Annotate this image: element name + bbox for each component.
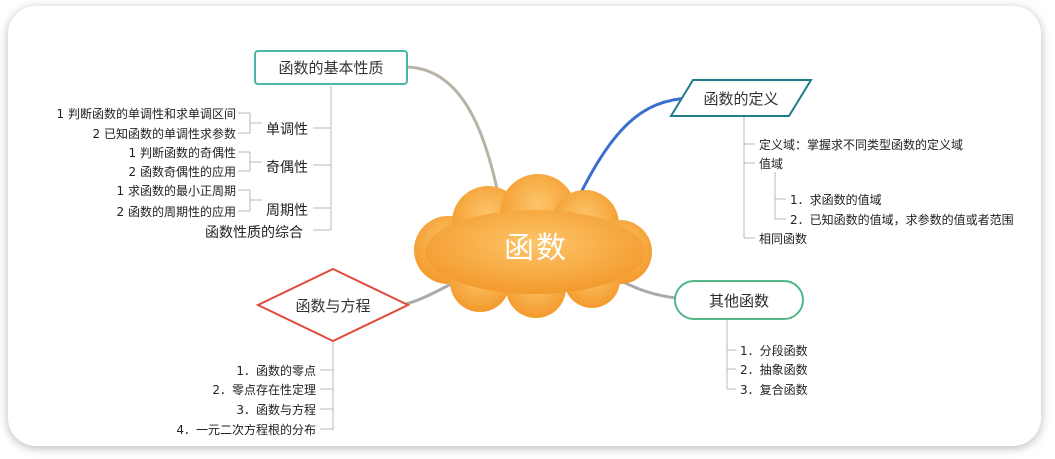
leaf-item[interactable]: 1 判断函数的奇偶性 [128, 146, 236, 160]
leaf-item[interactable]: 1．分段函数 [740, 344, 808, 358]
group-periodicity[interactable]: 周期性 [266, 203, 308, 219]
node-other-functions[interactable]: 其他函数 [674, 280, 804, 320]
group-parity[interactable]: 奇偶性 [266, 160, 308, 176]
leaf-item[interactable]: 3．复合函数 [740, 383, 808, 397]
equations-shape [255, 267, 411, 343]
node-definition[interactable]: 函数的定义 [703, 89, 779, 108]
leaf-item[interactable]: 1．求函数的值域 [790, 193, 882, 207]
central-topic[interactable]: 函数 [504, 231, 568, 266]
leaf-item[interactable]: 3．函数与方程 [236, 403, 316, 417]
leaf-range[interactable]: 值域 [759, 157, 784, 171]
branch-definition [569, 96, 691, 214]
leaf-item[interactable]: 4．一元二次方程根的分布 [176, 423, 316, 437]
leaf-item[interactable]: 2．已知函数的值域，求参数的值或者范围 [790, 213, 1014, 227]
leaf-item[interactable]: 1．函数的零点 [236, 364, 316, 378]
leaf-item[interactable]: 2．抽象函数 [740, 363, 808, 377]
leaf-item[interactable]: 1 求函数的最小正周期 [116, 184, 236, 198]
definition-shape [669, 79, 813, 117]
leaf-item[interactable]: 2 函数奇偶性的应用 [128, 165, 236, 179]
summary-item[interactable]: 函数性质的综合 [205, 225, 303, 241]
leaf-item[interactable]: 1 判断函数的单调性和求单调区间 [56, 107, 236, 121]
node-basic-properties[interactable]: 函数的基本性质 [254, 50, 408, 85]
leaf-same-function[interactable]: 相同函数 [759, 232, 808, 246]
node-equations[interactable]: 函数与方程 [295, 296, 371, 315]
group-monotonicity[interactable]: 单调性 [266, 122, 308, 138]
leaf-item[interactable]: 2 函数的周期性的应用 [116, 205, 236, 219]
leaf-item[interactable]: 2．零点存在性定理 [212, 383, 316, 397]
branch-equations [405, 280, 456, 306]
leaf-domain[interactable]: 定义域：掌握求不同类型函数的定义域 [759, 138, 964, 152]
leaf-item[interactable]: 2 已知函数的单调性求参数 [92, 127, 236, 141]
central-cloud [414, 174, 652, 318]
